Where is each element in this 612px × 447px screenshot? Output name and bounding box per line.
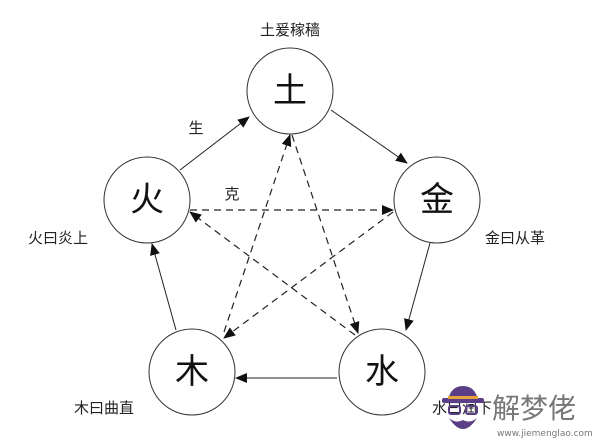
arrow-metal-to-wood bbox=[223, 211, 394, 339]
watermark-logo-icon bbox=[442, 386, 484, 429]
element-water: 水 bbox=[365, 352, 399, 392]
circle-wood bbox=[148, 328, 236, 416]
desc-earth: 土爰稼穑 bbox=[260, 21, 320, 39]
element-wood: 木 bbox=[175, 352, 209, 392]
watermark-url: www.jiemenglao.com bbox=[497, 429, 593, 439]
element-earth: 土 bbox=[273, 71, 307, 111]
circle-metal bbox=[393, 156, 481, 244]
label-generate: 生 bbox=[188, 119, 203, 137]
watermark-title: 解梦佬 bbox=[492, 392, 576, 425]
circle-earth bbox=[246, 47, 334, 135]
element-metal: 金 bbox=[420, 180, 454, 220]
element-fire: 火 bbox=[130, 180, 164, 220]
arrow-earth-to-water bbox=[291, 134, 360, 334]
arrow-wood-to-earth bbox=[223, 134, 292, 333]
arrow-fire-to-earth bbox=[179, 116, 250, 171]
arrow-wood-to-fire bbox=[150, 243, 177, 331]
arrow-earth-to-metal bbox=[330, 109, 408, 164]
watermark: 解梦佬 www.jiemenglao.com bbox=[442, 386, 593, 439]
desc-metal: 金曰从革 bbox=[485, 229, 545, 247]
label-overcome: 克 bbox=[224, 185, 239, 203]
desc-wood: 木曰曲直 bbox=[74, 399, 134, 417]
arrow-water-to-fire bbox=[189, 211, 356, 336]
circle-fire bbox=[103, 156, 191, 244]
circle-water bbox=[338, 328, 426, 416]
arrow-metal-to-water bbox=[404, 242, 431, 331]
desc-fire: 火曰炎上 bbox=[28, 229, 88, 247]
